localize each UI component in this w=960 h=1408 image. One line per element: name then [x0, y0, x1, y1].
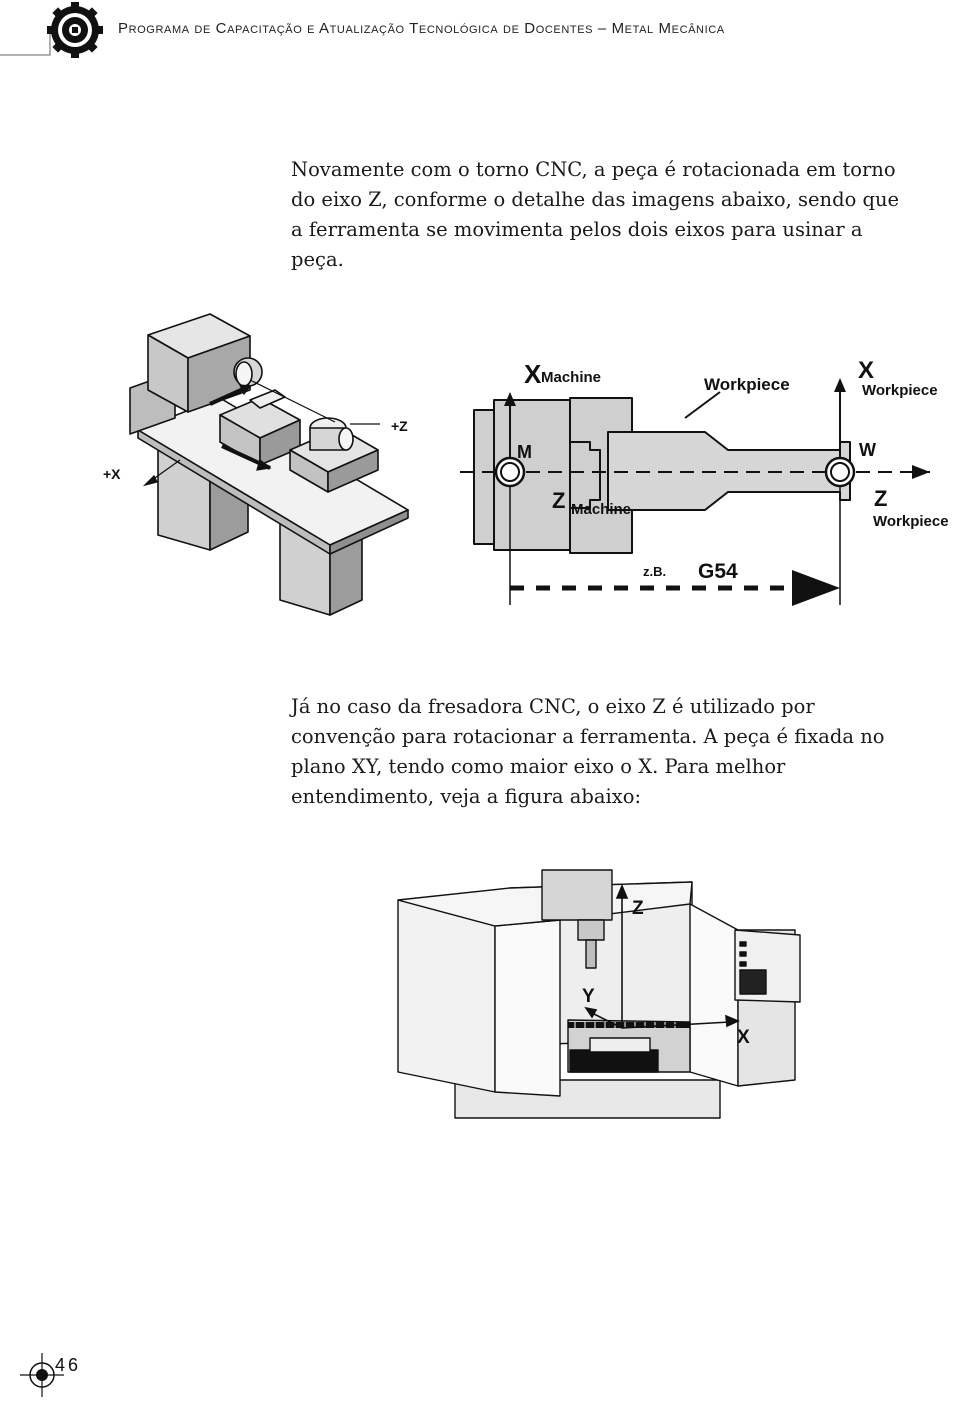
- z-workpiece-letter: Z: [874, 486, 887, 511]
- x-machine-letter: X: [524, 359, 542, 389]
- z-workpiece-sub: Workpiece: [873, 513, 949, 530]
- body-paragraph-mill: Já no caso da fresadora CNC, o eixo Z é …: [291, 695, 885, 808]
- page-number: 46: [55, 1355, 82, 1375]
- mill-x-axis-label: X: [737, 1027, 750, 1048]
- w-origin-label: W: [859, 440, 876, 460]
- crosshair-registration-icon: [20, 1353, 64, 1397]
- lathe-plus-z-label: +Z: [391, 418, 408, 434]
- x-machine-sub: Machine: [541, 369, 601, 386]
- header-rule: [0, 28, 51, 56]
- lathe-coordinate-diagram: X Machine Workpiece X Workpiece M W Z Ma…: [460, 357, 949, 606]
- z-machine-letter: Z: [552, 488, 565, 513]
- body-paragraph-lathe: Novamente com o torno CNC, a peça é rota…: [291, 158, 900, 271]
- cnc-lathe-illustration: +Z +X: [103, 313, 409, 616]
- lathe-plus-x-label: +X: [103, 466, 121, 482]
- x-workpiece-letter: X: [858, 357, 874, 384]
- g54-offset-label: G54: [698, 560, 738, 583]
- x-workpiece-sub: Workpiece: [862, 382, 938, 399]
- workpiece-label: Workpiece: [704, 375, 790, 394]
- mill-y-axis-label: Y: [582, 986, 595, 1007]
- z-machine-sub: Machine: [571, 501, 631, 518]
- mill-z-axis-label: Z: [632, 898, 644, 919]
- gear-logo-icon: [47, 2, 103, 58]
- zb-label: z.B.: [643, 564, 666, 579]
- cnc-milling-machine-illustration: Z Y X: [397, 869, 801, 1119]
- running-title: Programa de Capacitação e Atualização Te…: [118, 20, 725, 37]
- m-origin-label: M: [517, 442, 532, 462]
